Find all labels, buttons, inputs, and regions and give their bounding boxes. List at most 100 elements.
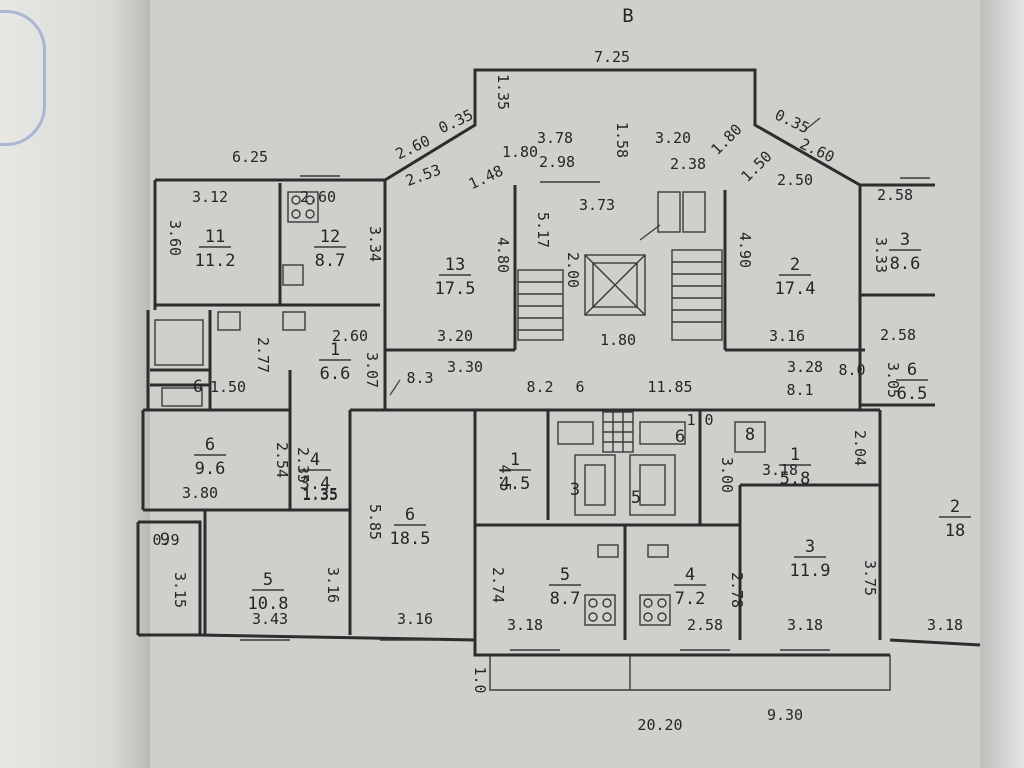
dimension-label-51: 3.18 <box>762 461 798 479</box>
dimension-label-62: 3.16 <box>397 610 433 628</box>
room-area-11: 5.8 <box>780 469 811 489</box>
dimension-label-27: 2.58 <box>877 186 913 204</box>
windows <box>240 175 930 651</box>
room-number-8: 4 <box>310 450 320 470</box>
dimension-label-58: 3.75 <box>861 560 879 596</box>
dimension-label-47: 2.35 <box>294 447 312 483</box>
dimension-label-36: 3.28 <box>787 358 823 376</box>
room-number-14: 4 <box>685 565 695 585</box>
dimension-label-21: 3.60 <box>166 220 184 256</box>
dimension-label-23: 4.80 <box>494 237 512 273</box>
room-number-9: 6 <box>405 505 415 525</box>
room-number-1: 12 <box>320 227 340 247</box>
dimension-label-32: 2.77 <box>254 337 272 373</box>
dimension-label-61: 3.43 <box>252 610 288 628</box>
dimension-label-18: 3.73 <box>579 196 615 214</box>
paper-right-edge <box>980 0 1024 768</box>
dimension-label-68: 20.20 <box>637 716 682 734</box>
room-area-3: 17.4 <box>775 279 816 299</box>
dimension-label-69: 9.30 <box>767 706 803 724</box>
room-area-4: 8.6 <box>890 254 921 274</box>
room-area-10: 4.5 <box>500 474 531 494</box>
room-number-2: 13 <box>445 255 465 275</box>
dimension-label-9: 2.38 <box>670 155 706 173</box>
room-area-15: 11.9 <box>790 561 831 581</box>
dimension-label-10: 0.35 <box>436 106 476 138</box>
dimension-label-46: 2.54 <box>273 442 291 478</box>
dimension-label-63: 3.18 <box>507 616 543 634</box>
room-number-22: 8 <box>745 425 755 445</box>
dimension-label-4: 1.58 <box>613 122 631 158</box>
dimension-label-44: 8.1 <box>786 381 813 399</box>
dimension-label-39: 1.50 <box>210 378 246 396</box>
dimension-label-59: 3.16 <box>324 567 342 603</box>
room-area-5: 6.6 <box>320 364 351 384</box>
dimension-label-53: 3.80 <box>182 484 218 502</box>
room-number-17: 9 <box>160 530 170 550</box>
room-number-6: 6 <box>907 360 917 380</box>
dimension-label-30: 3.20 <box>437 327 473 345</box>
dimension-label-22: 3.34 <box>366 226 384 262</box>
room-area-7: 9.6 <box>195 459 226 479</box>
dimension-label-64: 2.58 <box>687 616 723 634</box>
dimension-label-54: 1.35 <box>302 486 338 504</box>
dimension-label-26: 4.90 <box>736 232 754 268</box>
dimension-label-25: 2.00 <box>564 252 582 288</box>
dimension-label-35: 3.30 <box>447 358 483 376</box>
dimension-label-71: 1.0 <box>686 411 713 429</box>
small-shafts <box>602 191 706 453</box>
interior-walls <box>143 180 935 640</box>
room-area-2: 17.5 <box>435 279 476 299</box>
dimension-label-41: 8.2 <box>526 378 553 396</box>
room-number-19: 3 <box>570 480 580 500</box>
room-number-16: 2 <box>950 497 960 517</box>
dimension-label-16: 1.50 <box>737 147 775 185</box>
sheet-letter: B <box>622 5 633 27</box>
dimension-label-66: 3.18 <box>927 616 963 634</box>
room-area-13: 8.7 <box>550 589 581 609</box>
room-number-10: 1 <box>510 450 520 470</box>
dimension-label-15: 1.48 <box>466 162 506 194</box>
room-area-6: 6.5 <box>897 384 928 404</box>
dimension-label-56: 2.74 <box>489 567 507 603</box>
room-area-1: 8.7 <box>315 251 346 271</box>
room-area-14: 7.2 <box>675 589 706 609</box>
dimension-label-1: 6.25 <box>232 148 268 166</box>
dimension-label-60: 3.15 <box>171 572 189 608</box>
room-area-0: 11.2 <box>195 251 236 271</box>
dimension-label-65: 3.18 <box>787 616 823 634</box>
room-number-13: 5 <box>560 565 570 585</box>
dimension-label-7: 1.80 <box>707 120 745 158</box>
stairs-right <box>671 249 723 341</box>
dimension-label-33: 2.60 <box>332 327 368 345</box>
room-number-15: 3 <box>805 537 815 557</box>
dimension-label-37: 2.58 <box>880 326 916 344</box>
room-area-16: 18 <box>945 521 965 541</box>
dimension-label-31: 3.16 <box>769 327 805 345</box>
room-number-0: 11 <box>205 227 225 247</box>
dimension-label-40: 8.3 <box>406 369 433 387</box>
room-number-5: 1 <box>330 340 340 360</box>
room-area-9: 18.5 <box>390 529 431 549</box>
dimension-label-20: 2.60 <box>300 188 336 206</box>
dimension-label-6: 1.80 <box>502 143 538 161</box>
dimension-label-49: 4.5 <box>496 464 514 491</box>
dimension-label-57: 2.78 <box>728 572 746 608</box>
paper-left-sheet <box>0 0 150 768</box>
dimension-label-55: 5.85 <box>366 504 384 540</box>
dimension-label-45: 8.0 <box>838 361 865 379</box>
fixtures <box>154 191 766 626</box>
dimension-label-0: 7.25 <box>594 48 630 66</box>
dimension-label-52: 2.04 <box>851 430 869 466</box>
dimension-label-67: 1.0 <box>471 666 489 693</box>
room-number-21: 6 <box>675 427 685 447</box>
dimension-label-2: 1.35 <box>494 74 512 110</box>
room-number-7: 6 <box>205 435 215 455</box>
dimension-label-11: 0.35 <box>772 106 812 138</box>
room-number-3: 2 <box>790 255 800 275</box>
dimension-label-13: 2.60 <box>797 135 837 167</box>
room-number-18: 6 <box>193 377 203 397</box>
dimension-label-34: 3.07 <box>363 352 381 388</box>
